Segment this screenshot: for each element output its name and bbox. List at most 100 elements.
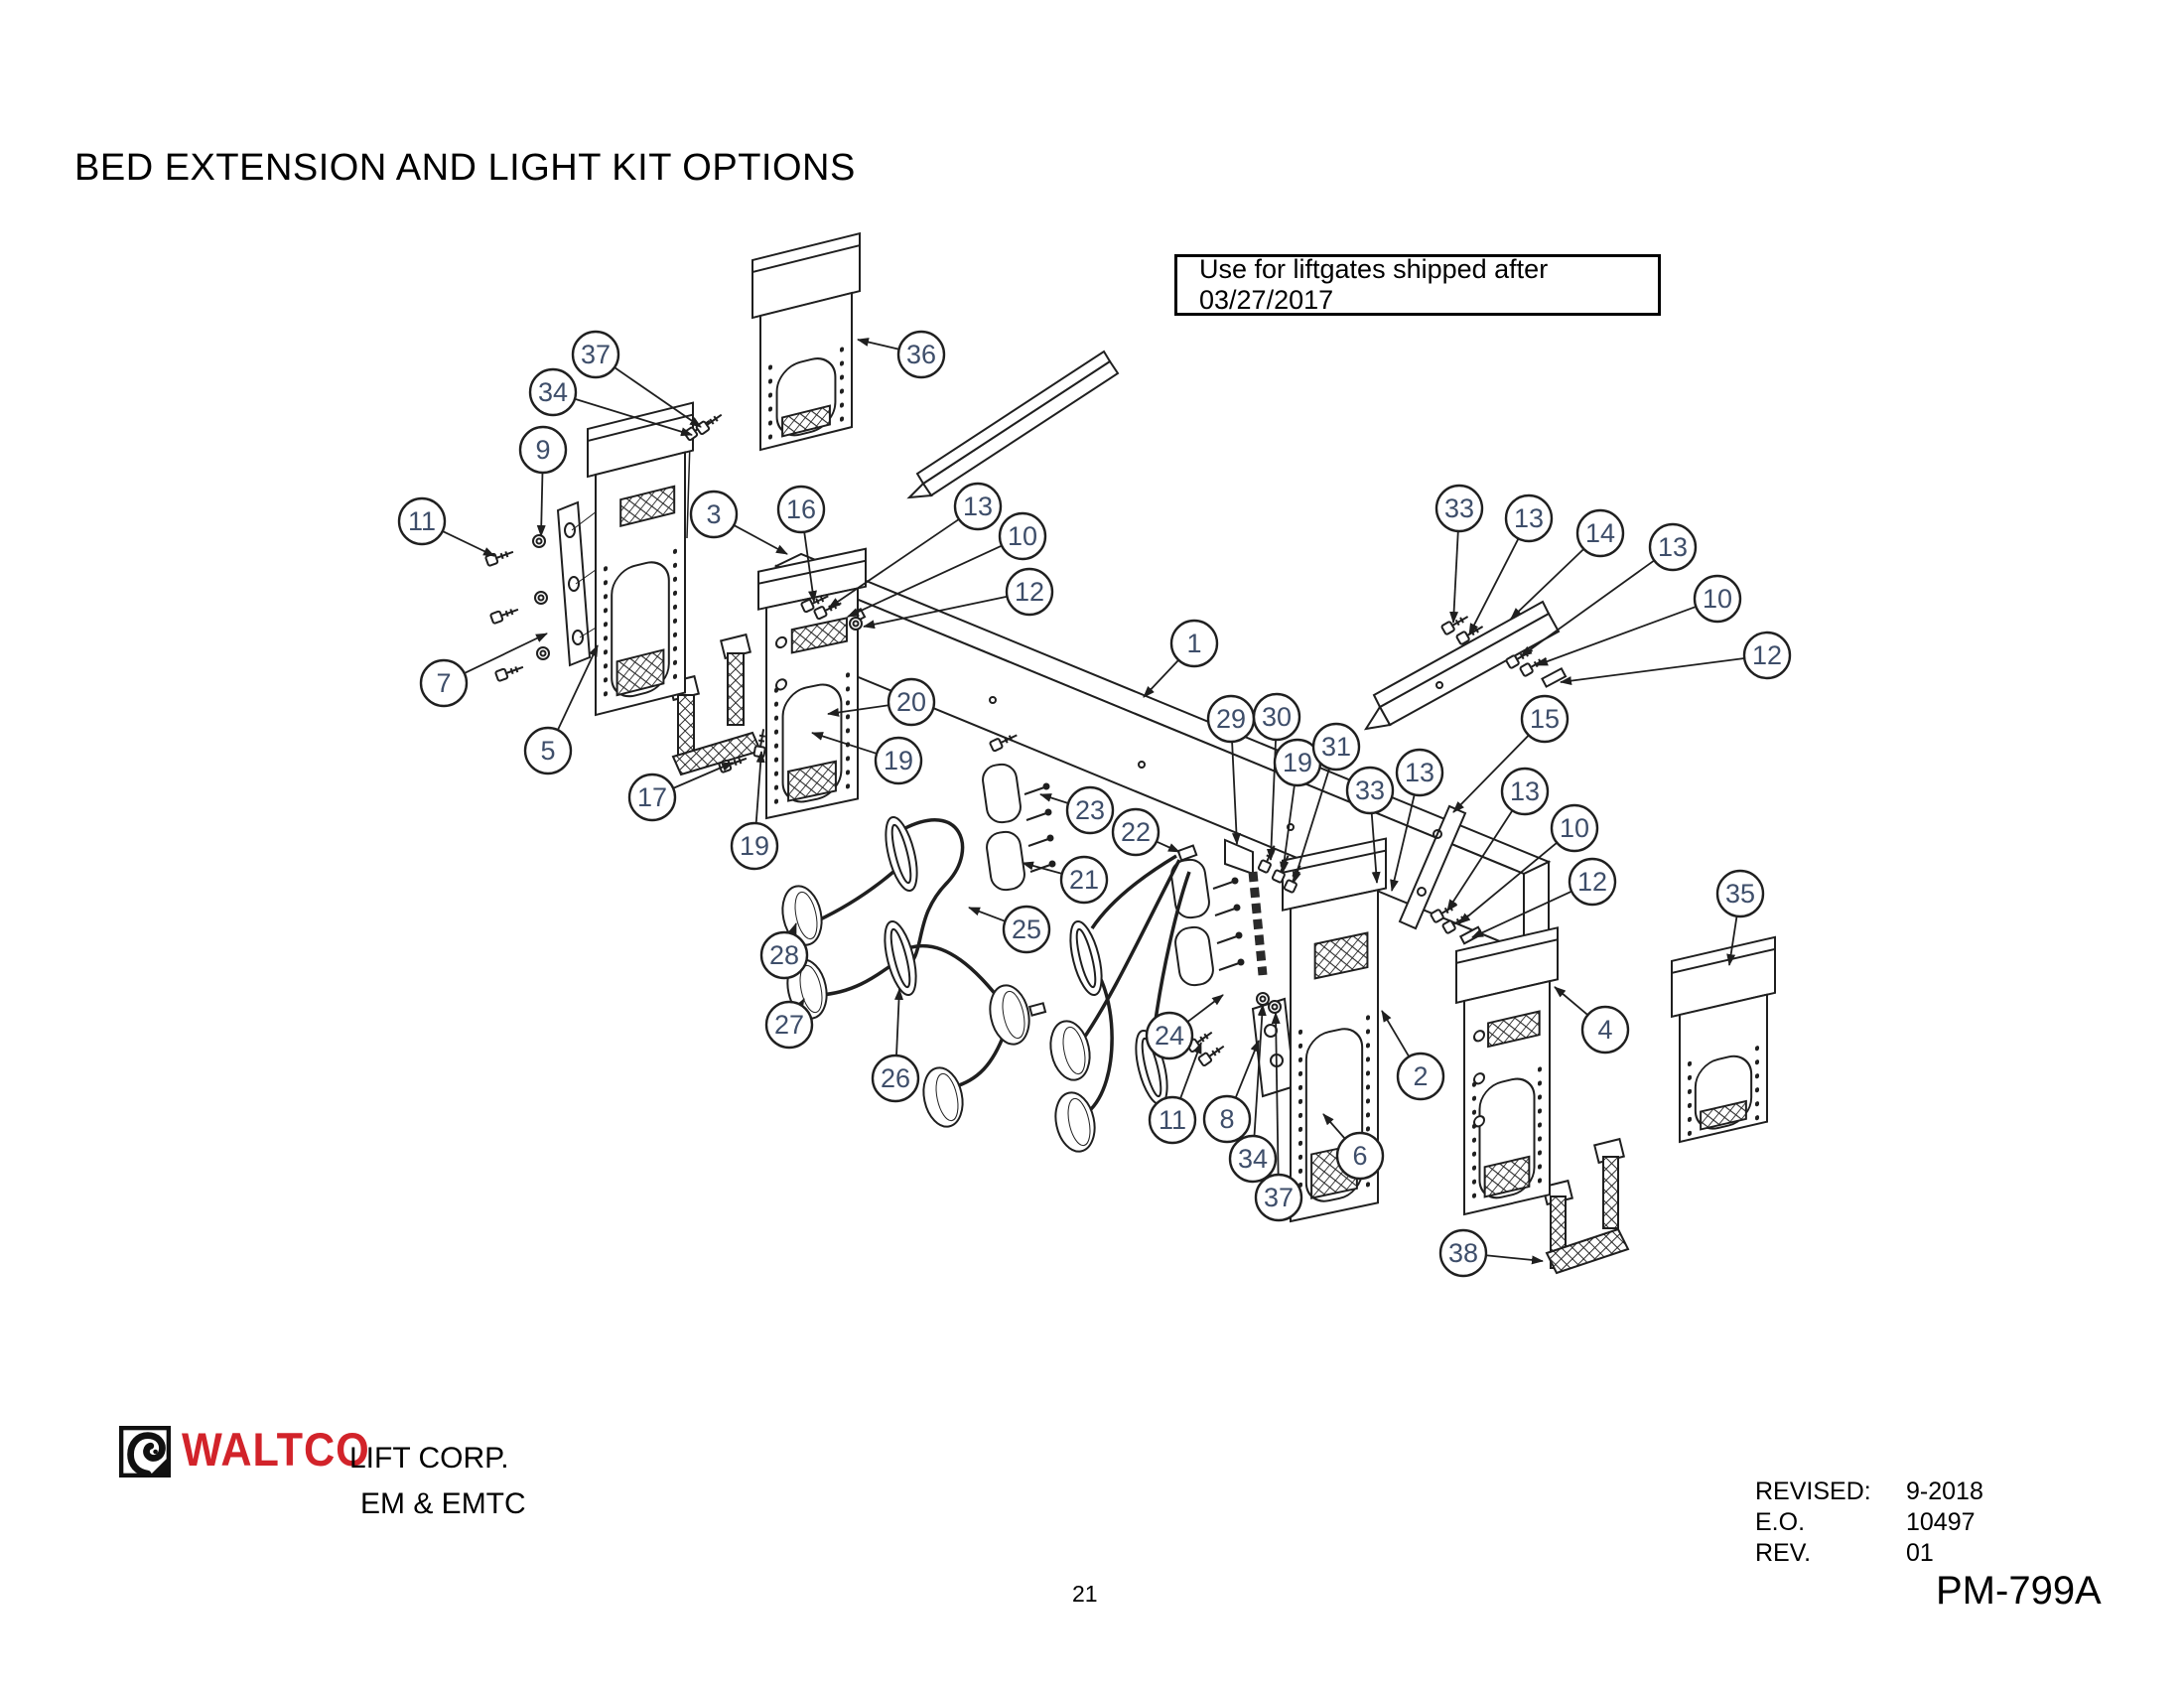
callout-number: 33 bbox=[1355, 775, 1385, 805]
part-chain bbox=[1224, 838, 1268, 976]
callout-number: 31 bbox=[1321, 732, 1351, 762]
callout-number: 5 bbox=[540, 736, 555, 766]
callout-number: 4 bbox=[1597, 1015, 1612, 1045]
callout-4: 4 bbox=[1554, 986, 1630, 1055]
diagram-stamped-parts bbox=[483, 231, 1776, 1223]
callout-number: 17 bbox=[637, 782, 667, 812]
callout-number: 12 bbox=[1752, 640, 1782, 670]
callout-number: 19 bbox=[740, 831, 769, 861]
part-wiring-harness bbox=[815, 818, 1198, 1114]
callout-number: 38 bbox=[1448, 1238, 1478, 1268]
callout-30: 30 bbox=[1252, 692, 1301, 861]
part-screw bbox=[1439, 611, 1472, 636]
callout-27: 27 bbox=[764, 998, 814, 1050]
callout-number: 13 bbox=[1405, 758, 1434, 787]
callout-10: 10 bbox=[1536, 574, 1742, 666]
callout-11: 11 bbox=[397, 496, 495, 557]
part-screw bbox=[483, 546, 516, 568]
callout-14: 14 bbox=[1510, 508, 1625, 620]
part-screw bbox=[1196, 1041, 1228, 1067]
callout-number: 13 bbox=[1514, 503, 1544, 533]
part-brace-15 bbox=[1398, 804, 1467, 930]
callout-number: 34 bbox=[1238, 1144, 1268, 1174]
part-harness-coil bbox=[1069, 919, 1103, 997]
revised-value: 9-2018 bbox=[1906, 1477, 1983, 1505]
callout-8: 8 bbox=[1202, 1040, 1260, 1144]
callout-19: 19 bbox=[730, 751, 779, 871]
callout-number: 10 bbox=[1008, 521, 1037, 551]
callout-6: 6 bbox=[1322, 1113, 1385, 1181]
part-lamp-bracket-right bbox=[1170, 858, 1245, 987]
callout-number: 21 bbox=[1069, 865, 1099, 895]
callout-number: 6 bbox=[1352, 1141, 1367, 1171]
callout-number: 26 bbox=[881, 1063, 910, 1093]
callout-22: 22 bbox=[1111, 807, 1180, 857]
callout-number: 33 bbox=[1444, 493, 1474, 523]
revised-label: REVISED: bbox=[1755, 1477, 1871, 1505]
callout-29: 29 bbox=[1206, 694, 1256, 845]
callout-13: 13 bbox=[828, 482, 1003, 609]
part-oval-light bbox=[1049, 1020, 1091, 1081]
part-angle-strip bbox=[906, 350, 1120, 499]
callout-20: 20 bbox=[827, 677, 936, 727]
callout-number: 23 bbox=[1075, 795, 1105, 825]
callout-1: 1 bbox=[1143, 619, 1219, 698]
part-washer bbox=[536, 646, 550, 660]
shipping-note-text: Use for liftgates shipped after 03/27/20… bbox=[1199, 254, 1549, 315]
callout-5: 5 bbox=[523, 644, 599, 775]
callout-13: 13 bbox=[1520, 522, 1698, 657]
callout-15: 15 bbox=[1452, 694, 1570, 813]
part-lamp-bracket-left bbox=[982, 763, 1056, 892]
callout-19: 19 bbox=[811, 732, 923, 785]
callout-13: 13 bbox=[1446, 767, 1550, 912]
callout-17: 17 bbox=[627, 762, 734, 822]
callout-19: 19 bbox=[1273, 738, 1322, 874]
callout-34: 34 bbox=[1228, 1004, 1278, 1184]
callout-number: 11 bbox=[1159, 1105, 1186, 1135]
document-number: PM-799A bbox=[1936, 1569, 2102, 1613]
part-post-3 bbox=[757, 547, 867, 820]
part-harness-coil bbox=[885, 815, 918, 893]
callout-number: 1 bbox=[1186, 629, 1201, 658]
callout-25: 25 bbox=[968, 905, 1051, 954]
part-screw bbox=[488, 604, 521, 626]
callout-number: 2 bbox=[1413, 1061, 1428, 1091]
part-oval-light bbox=[922, 1066, 964, 1128]
callout-38: 38 bbox=[1438, 1228, 1544, 1278]
part-post-36 bbox=[751, 231, 861, 452]
callout-number: 35 bbox=[1725, 879, 1755, 909]
part-post-5 bbox=[587, 401, 694, 717]
part-step-bracket-38 bbox=[1541, 1137, 1630, 1275]
callout-number: 11 bbox=[408, 506, 436, 536]
callout-33: 33 bbox=[1434, 484, 1484, 624]
callout-13: 13 bbox=[1390, 748, 1444, 892]
callout-number: 10 bbox=[1703, 584, 1732, 614]
callout-12: 12 bbox=[863, 567, 1054, 630]
callout-37: 37 bbox=[1254, 1012, 1303, 1222]
callout-7: 7 bbox=[419, 633, 548, 708]
callout-number: 29 bbox=[1216, 704, 1246, 734]
callout-23: 23 bbox=[1039, 785, 1115, 835]
part-washer bbox=[532, 534, 546, 548]
callout-number: 25 bbox=[1012, 914, 1041, 944]
callout-35: 35 bbox=[1715, 869, 1765, 966]
callout-number: 19 bbox=[884, 746, 913, 775]
callout-37: 37 bbox=[571, 330, 702, 428]
callout-number: 22 bbox=[1121, 817, 1151, 847]
callout-12: 12 bbox=[1560, 631, 1792, 686]
callout-number: 37 bbox=[581, 340, 611, 369]
model-line: EM & EMTC bbox=[360, 1487, 526, 1520]
callout-number: 12 bbox=[1577, 867, 1607, 897]
callout-number: 34 bbox=[538, 377, 568, 407]
rev-label: REV. bbox=[1755, 1539, 1812, 1567]
callout-36: 36 bbox=[857, 330, 946, 379]
diagram-parts-layer bbox=[483, 231, 1776, 1275]
page-title: BED EXTENSION AND LIGHT KIT OPTIONS bbox=[74, 147, 856, 189]
callout-10: 10 bbox=[1458, 803, 1599, 924]
callout-34: 34 bbox=[528, 367, 693, 437]
callout-16: 16 bbox=[776, 485, 826, 603]
part-post-4 bbox=[1455, 926, 1559, 1216]
callout-number: 7 bbox=[436, 668, 451, 698]
